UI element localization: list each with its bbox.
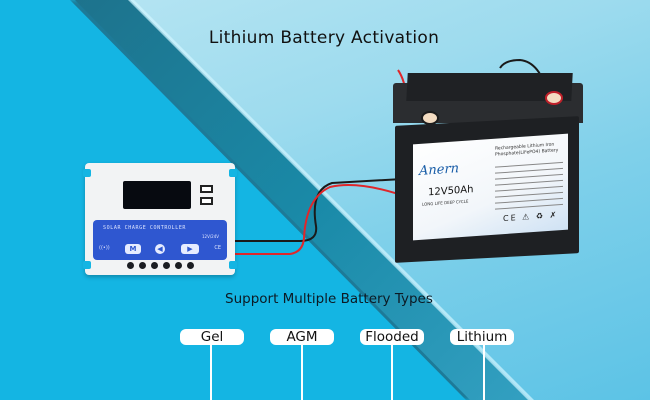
battery-model: 12V50Ah bbox=[428, 184, 474, 199]
mount-notch bbox=[229, 261, 237, 269]
ce-mark-icon: CE bbox=[214, 245, 221, 251]
terminal-holes bbox=[127, 262, 194, 269]
connector-line bbox=[391, 345, 393, 400]
left-arrow-button[interactable]: ◀ bbox=[155, 244, 165, 254]
solar-charge-controller: SOLAR CHARGE CONTROLLER 12V/24V ((•)) M … bbox=[83, 163, 237, 275]
battery-type-gel: Gel bbox=[180, 329, 244, 345]
battery-tagline: LONG LIFE DEEP CYCLE bbox=[422, 198, 469, 207]
mount-notch bbox=[83, 261, 91, 269]
spec-table bbox=[495, 157, 563, 211]
brand-logo: Anern bbox=[419, 161, 460, 179]
mount-notch bbox=[229, 169, 237, 177]
battery-type-agm: AGM bbox=[270, 329, 334, 345]
terminal-hole bbox=[151, 262, 158, 269]
terminal-hole bbox=[175, 262, 182, 269]
mount-notch bbox=[83, 169, 91, 177]
voltage-label: 12V/24V bbox=[202, 234, 219, 239]
battery-label: Anern 12V50Ah LONG LIFE DEEP CYCLE Recha… bbox=[413, 133, 568, 241]
control-panel: SOLAR CHARGE CONTROLLER 12V/24V ((•)) M … bbox=[93, 220, 227, 260]
positive-terminal-icon bbox=[545, 91, 563, 105]
right-arrow-button[interactable]: ▶ bbox=[181, 244, 199, 254]
terminal-hole bbox=[187, 262, 194, 269]
wireless-icon: ((•)) bbox=[99, 245, 110, 251]
lithium-battery: Anern 12V50Ah LONG LIFE DEEP CYCLE Recha… bbox=[393, 73, 583, 263]
battery-heading: Rechargeable Lithium Iron Phosphate(LiFe… bbox=[495, 142, 559, 158]
certification-icons: CE ⚠ ♻ ✗ bbox=[503, 210, 559, 224]
lcd-screen bbox=[123, 181, 191, 209]
usb-port-icon bbox=[200, 197, 213, 205]
menu-button[interactable]: M bbox=[125, 244, 141, 254]
terminal-hole bbox=[139, 262, 146, 269]
connector-line bbox=[301, 345, 303, 400]
page-title: Lithium Battery Activation bbox=[0, 28, 650, 48]
section-subtitle: Support Multiple Battery Types bbox=[225, 291, 433, 307]
battery-type-lithium: Lithium bbox=[450, 329, 514, 345]
battery-type-flooded: Flooded bbox=[360, 329, 424, 345]
controller-label: SOLAR CHARGE CONTROLLER bbox=[103, 225, 187, 231]
terminal-hole bbox=[127, 262, 134, 269]
battery-type-list: Gel AGM Flooded Lithium bbox=[0, 329, 650, 400]
connector-line bbox=[210, 345, 212, 400]
usb-port-icon bbox=[200, 185, 213, 193]
connector-line bbox=[483, 345, 485, 400]
title-text: Lithium Battery Activation bbox=[208, 28, 440, 48]
terminal-hole bbox=[163, 262, 170, 269]
